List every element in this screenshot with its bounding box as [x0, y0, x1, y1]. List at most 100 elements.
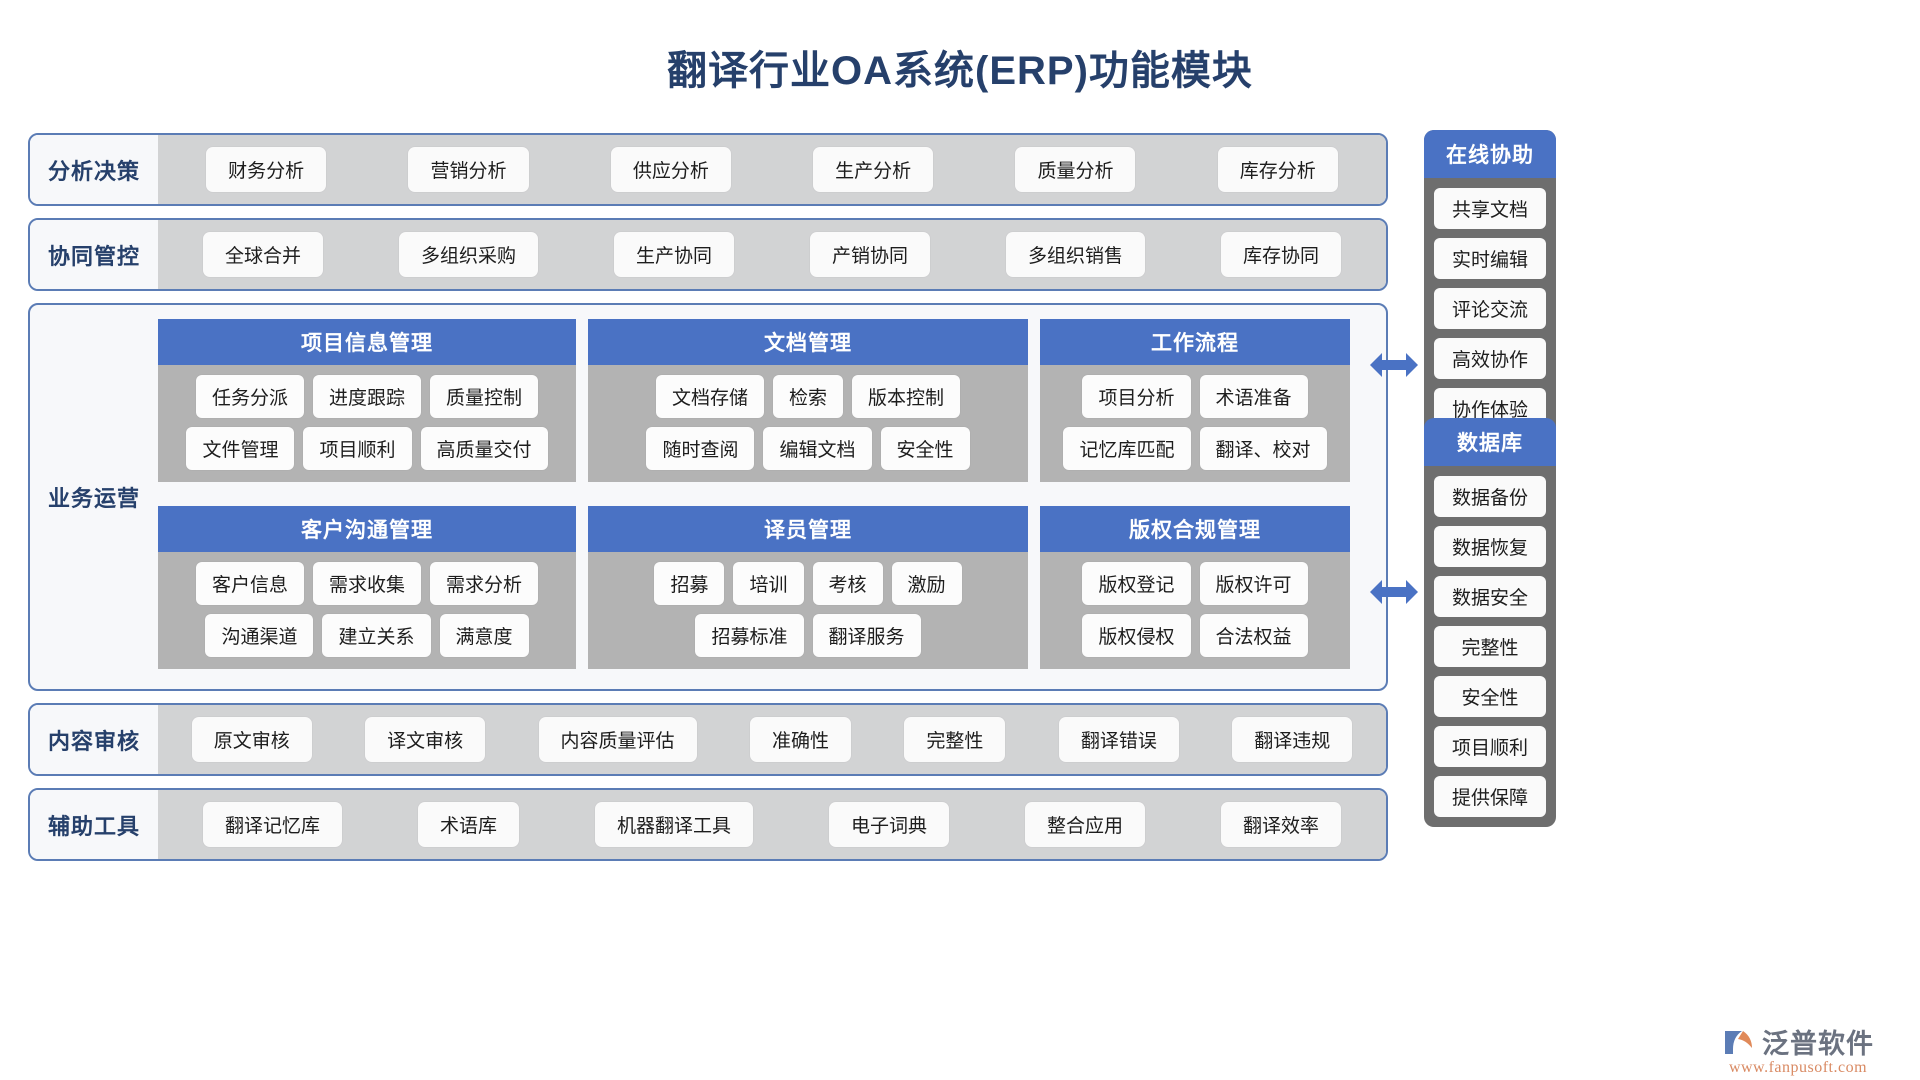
band-label-analysis: 分析决策	[30, 135, 158, 204]
chip-item[interactable]: 库存协同	[1220, 232, 1341, 277]
chip-item[interactable]: 项目分析	[1082, 375, 1191, 418]
sidebar-item[interactable]: 提供保障	[1434, 776, 1546, 817]
chip-item[interactable]: 考核	[812, 562, 883, 605]
chip-item[interactable]: 需求分析	[430, 562, 539, 605]
sidebar-item[interactable]: 数据备份	[1434, 476, 1546, 517]
panel-title: 工作流程	[1040, 319, 1350, 365]
chip-item[interactable]: 电子词典	[828, 802, 949, 847]
chip-item[interactable]: 完整性	[904, 717, 1006, 762]
sidebar-item[interactable]: 数据安全	[1434, 576, 1546, 617]
chip-item[interactable]: 翻译效率	[1220, 802, 1341, 847]
double-arrow-icon	[1370, 580, 1418, 604]
chip-item[interactable]: 生产协同	[613, 232, 734, 277]
chip-item[interactable]: 建立关系	[322, 614, 431, 657]
sidebar-item[interactable]: 高效协作	[1434, 338, 1546, 379]
panel-items: 文档存储 检索 版本控制 随时查阅 编辑文档 安全性	[588, 365, 1028, 482]
band-content-review: 内容审核 原文审核 译文审核 内容质量评估 准确性 完整性 翻译错误 翻译违规	[28, 703, 1388, 776]
chip-item[interactable]: 激励	[891, 562, 962, 605]
chip-item[interactable]: 质量控制	[430, 375, 539, 418]
panel-items: 招募 培训 考核 激励 招募标准 翻译服务	[588, 552, 1028, 669]
chip-item[interactable]: 文档存储	[655, 375, 764, 418]
panel-items: 项目分析 术语准备 记忆库匹配 翻译、校对	[1040, 365, 1350, 482]
chip-item[interactable]: 检索	[772, 375, 843, 418]
panel-items: 客户信息 需求收集 需求分析 沟通渠道 建立关系 满意度	[158, 552, 576, 669]
panel-workflow: 工作流程 项目分析 术语准备 记忆库匹配 翻译、校对	[1040, 319, 1350, 482]
panel-translator-management: 译员管理 招募 培训 考核 激励 招募标准 翻译服务	[588, 506, 1028, 669]
chip-item[interactable]: 供应分析	[610, 147, 731, 192]
chip-item[interactable]: 翻译记忆库	[202, 802, 342, 847]
band-items-content-review: 原文审核 译文审核 内容质量评估 准确性 完整性 翻译错误 翻译违规	[158, 705, 1386, 774]
chip-item[interactable]: 准确性	[749, 717, 851, 762]
logo-name: 泛普软件	[1762, 1029, 1874, 1059]
operations-grid: 项目信息管理 任务分派 进度跟踪 质量控制 文件管理 项目顺利 高质量交付 文档…	[158, 305, 1386, 689]
brand-logo: 泛普软件 www.fanpusoft.com	[1722, 1022, 1874, 1077]
chip-item[interactable]: 术语库	[417, 802, 519, 847]
chip-item[interactable]: 文件管理	[186, 427, 295, 470]
chip-item[interactable]: 高质量交付	[420, 427, 548, 470]
sidebar-item[interactable]: 数据恢复	[1434, 526, 1546, 567]
chip-item[interactable]: 翻译服务	[812, 614, 921, 657]
page-title: 翻译行业OA系统(ERP)功能模块	[667, 49, 1253, 93]
sidebar-item[interactable]: 共享文档	[1434, 188, 1546, 229]
chip-item[interactable]: 全球合并	[202, 232, 323, 277]
chip-item[interactable]: 财务分析	[206, 147, 327, 192]
chip-item[interactable]: 多组织采购	[398, 232, 538, 277]
chip-item[interactable]: 多组织销售	[1005, 232, 1145, 277]
sidebar-item[interactable]: 项目顺利	[1434, 726, 1546, 767]
panel-title: 版权合规管理	[1040, 506, 1350, 552]
chip-item[interactable]: 版权侵权	[1082, 614, 1191, 657]
chip-item[interactable]: 记忆库匹配	[1063, 427, 1191, 470]
panel-title: 文档管理	[588, 319, 1028, 365]
chip-item[interactable]: 培训	[733, 562, 804, 605]
sidebar-online-assist: 在线协助 共享文档 实时编辑 评论交流 高效协作 协作体验	[1424, 130, 1556, 439]
panel-document-management: 文档管理 文档存储 检索 版本控制 随时查阅 编辑文档 安全性	[588, 319, 1028, 482]
chip-item[interactable]: 编辑文档	[763, 427, 872, 470]
chip-item[interactable]: 产销协同	[809, 232, 930, 277]
sidebar-title: 在线协助	[1424, 130, 1556, 178]
chip-item[interactable]: 原文审核	[191, 717, 312, 762]
chip-item[interactable]: 机器翻译工具	[594, 802, 753, 847]
band-label-support-tools: 辅助工具	[30, 790, 158, 859]
chip-item[interactable]: 术语准备	[1199, 375, 1308, 418]
chip-item[interactable]: 译文审核	[365, 717, 486, 762]
chip-item[interactable]: 需求收集	[312, 562, 421, 605]
chip-item[interactable]: 招募标准	[695, 614, 804, 657]
band-analysis: 分析决策 财务分析 营销分析 供应分析 生产分析 质量分析 库存分析	[28, 133, 1388, 206]
chip-item[interactable]: 营销分析	[408, 147, 529, 192]
chip-item[interactable]: 翻译违规	[1232, 717, 1353, 762]
chip-item[interactable]: 沟通渠道	[205, 614, 314, 657]
panel-customer-communication: 客户沟通管理 客户信息 需求收集 需求分析 沟通渠道 建立关系 满意度	[158, 506, 576, 669]
chip-item[interactable]: 随时查阅	[646, 427, 755, 470]
chip-item[interactable]: 满意度	[439, 614, 529, 657]
chip-item[interactable]: 进度跟踪	[312, 375, 421, 418]
chip-item[interactable]: 翻译错误	[1058, 717, 1179, 762]
chip-item[interactable]: 版权登记	[1082, 562, 1191, 605]
chip-item[interactable]: 任务分派	[195, 375, 304, 418]
sidebar-item[interactable]: 完整性	[1434, 626, 1546, 667]
sidebar-item[interactable]: 安全性	[1434, 676, 1546, 717]
chip-item[interactable]: 库存分析	[1217, 147, 1338, 192]
sidebar-item[interactable]: 评论交流	[1434, 288, 1546, 329]
logo-url: www.fanpusoft.com	[1728, 1059, 1868, 1076]
chip-item[interactable]: 安全性	[880, 427, 970, 470]
band-collaboration: 协同管控 全球合并 多组织采购 生产协同 产销协同 多组织销售 库存协同	[28, 218, 1388, 291]
panel-title: 译员管理	[588, 506, 1028, 552]
band-items-support-tools: 翻译记忆库 术语库 机器翻译工具 电子词典 整合应用 翻译效率	[158, 790, 1386, 859]
chip-item[interactable]: 翻译、校对	[1199, 427, 1327, 470]
sidebar-item[interactable]: 实时编辑	[1434, 238, 1546, 279]
chip-item[interactable]: 合法权益	[1199, 614, 1308, 657]
chip-item[interactable]: 质量分析	[1015, 147, 1136, 192]
chip-item[interactable]: 内容质量评估	[538, 717, 697, 762]
chip-item[interactable]: 整合应用	[1024, 802, 1145, 847]
chip-item[interactable]: 版权许可	[1199, 562, 1308, 605]
sidebar-database: 数据库 数据备份 数据恢复 数据安全 完整性 安全性 项目顺利 提供保障	[1424, 418, 1556, 827]
chip-item[interactable]: 项目顺利	[303, 427, 412, 470]
band-label-content-review: 内容审核	[30, 705, 158, 774]
chip-item[interactable]: 招募	[654, 562, 725, 605]
band-items-collaboration: 全球合并 多组织采购 生产协同 产销协同 多组织销售 库存协同	[158, 220, 1386, 289]
sidebar-items: 数据备份 数据恢复 数据安全 完整性 安全性 项目顺利 提供保障	[1424, 466, 1556, 817]
chip-item[interactable]: 生产分析	[813, 147, 934, 192]
chip-item[interactable]: 版本控制	[852, 375, 961, 418]
chip-item[interactable]: 客户信息	[195, 562, 304, 605]
